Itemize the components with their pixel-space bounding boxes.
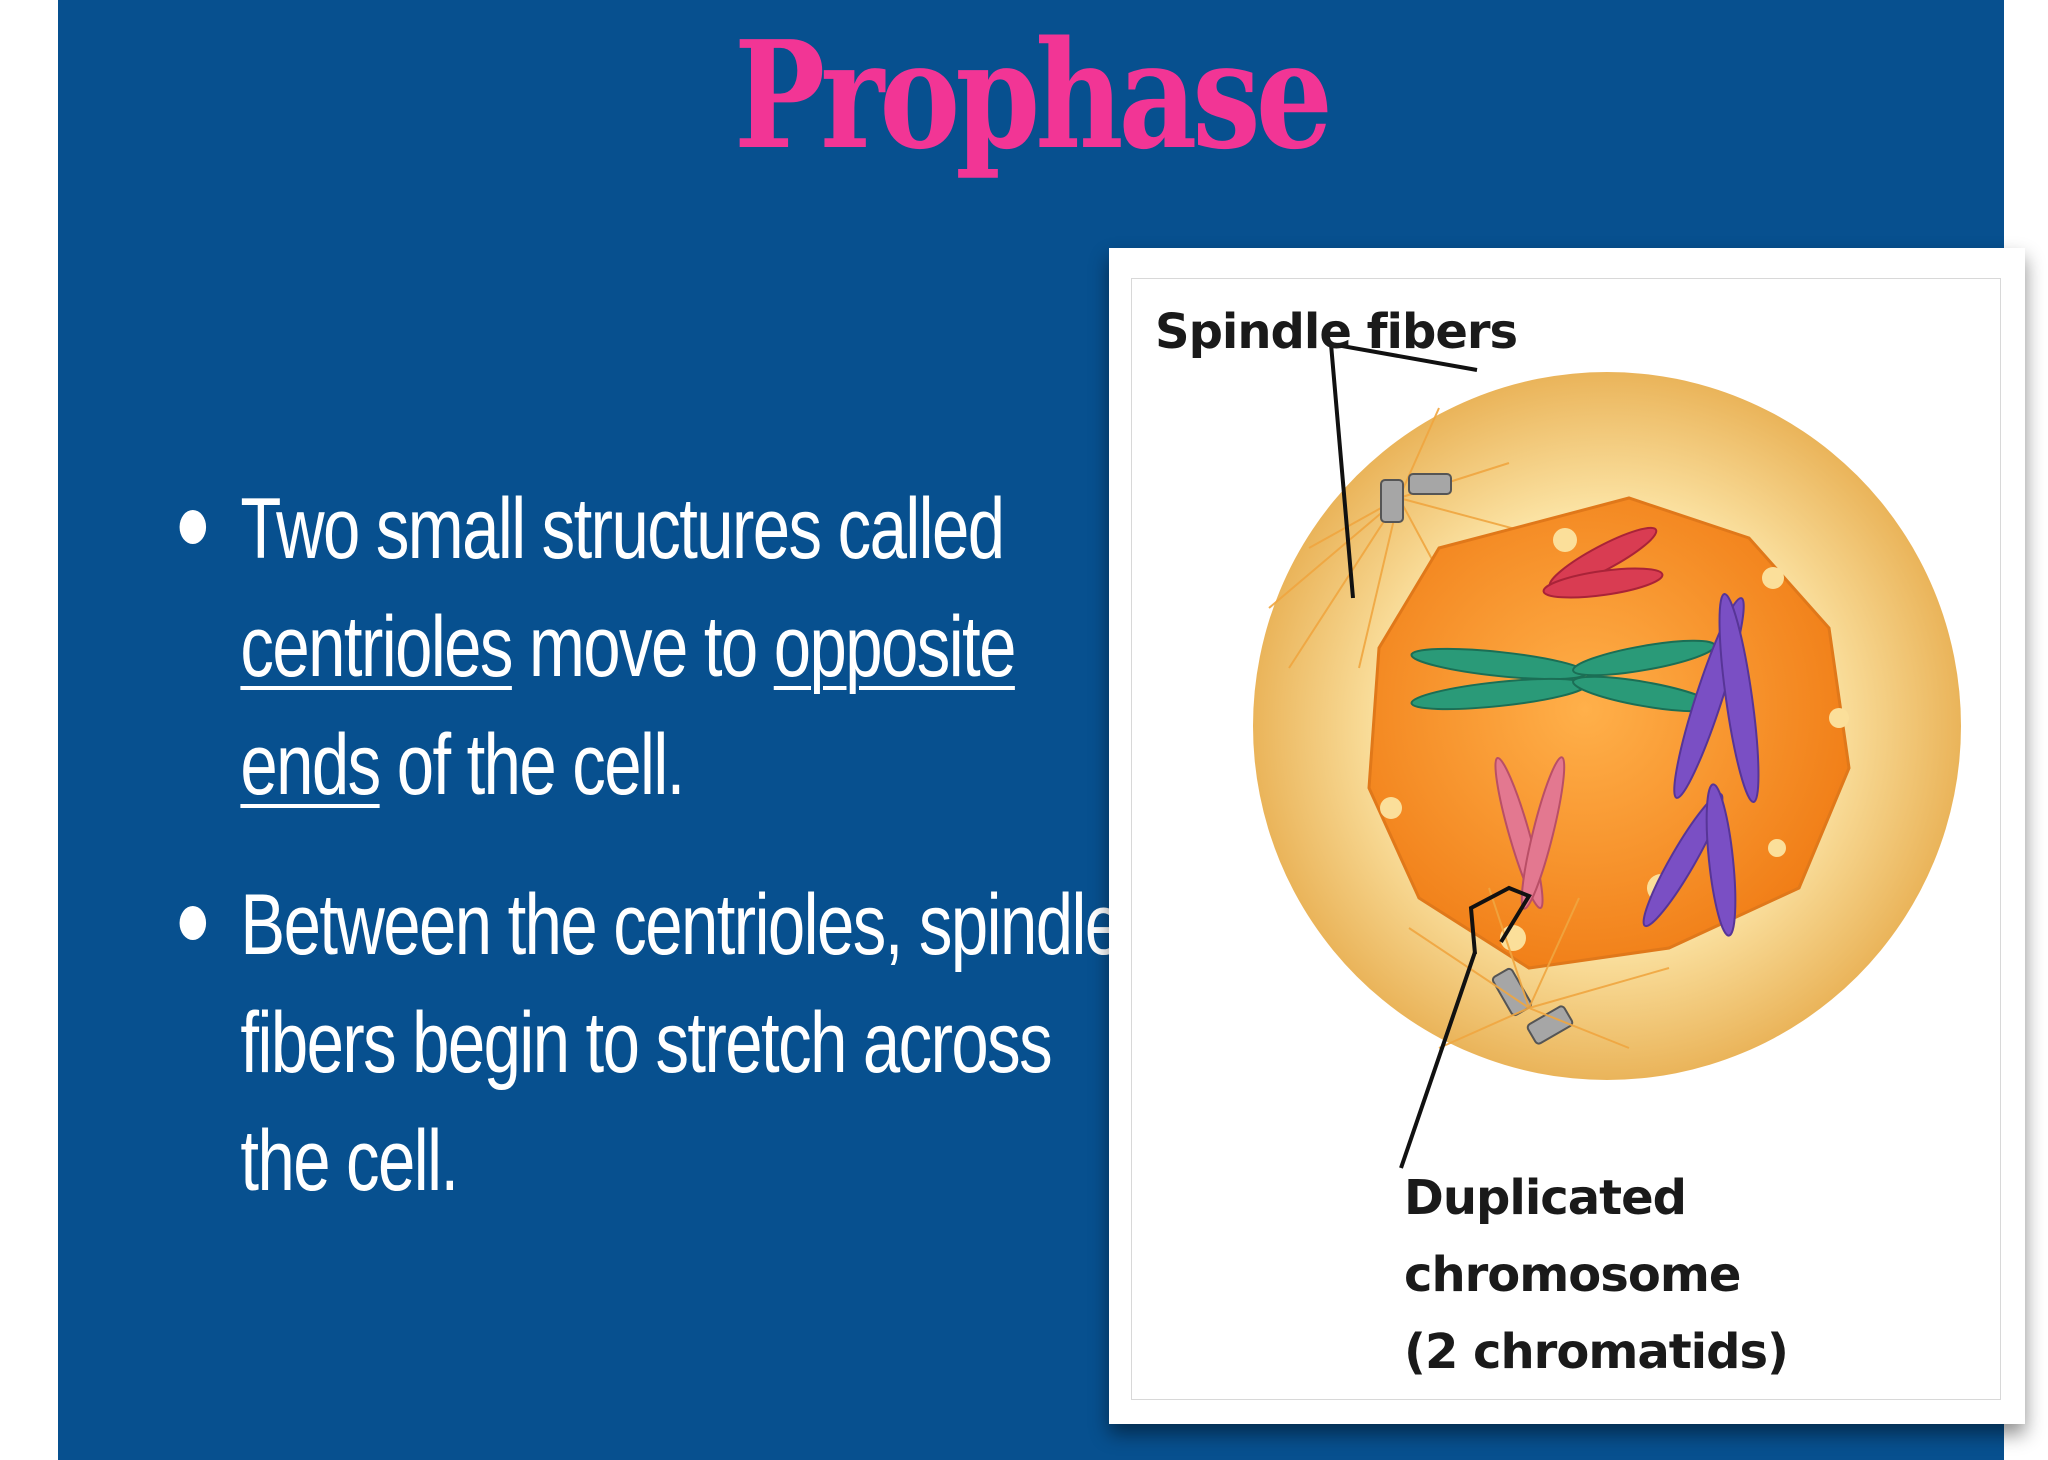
- leader-lines: [1328, 341, 1532, 1169]
- chromosome-green: [1410, 639, 1716, 713]
- term-centrioles: centrioles: [240, 599, 513, 695]
- bullet-text: Between the centrioles, spindle fibers b…: [240, 877, 1122, 1209]
- chromosome-red: [1542, 526, 1664, 599]
- slide: Prophase Two small structures called cen…: [58, 0, 2025, 1460]
- centriole-top: [1380, 473, 1452, 523]
- chromosome-purple: [1642, 593, 1760, 937]
- bullet-item-centrioles: Two small structures called centrioles m…: [178, 470, 1137, 824]
- diagram-frame: [1131, 278, 2001, 1400]
- bullet-dot-icon: [179, 510, 207, 544]
- bullet-text: move to: [511, 599, 774, 695]
- label-duplicated-chromosome: Duplicated chromosome (2 chromatids): [1404, 1160, 1789, 1391]
- bullet-dot-icon: [179, 906, 207, 940]
- bullet-text: of the cell.: [379, 717, 686, 813]
- bullet-list: Two small structures called centrioles m…: [178, 470, 1122, 1262]
- label-spindle-fibers: Spindle fibers: [1155, 304, 1518, 360]
- slide-title: Prophase: [733, 8, 1333, 182]
- chromosome-pink: [1494, 756, 1566, 910]
- label-line: Duplicated: [1404, 1170, 1687, 1226]
- label-line: (2 chromatids): [1404, 1324, 1789, 1380]
- term-opposite-ends: opposite ends: [240, 599, 1016, 813]
- spindle-fibers-bottom: [1408, 887, 1670, 1049]
- bullet-item-spindle-fibers: Between the centrioles, spindle fibers b…: [178, 866, 1137, 1220]
- prophase-diagram: Spindle fibers Duplicated chromosome (2 …: [1109, 248, 2025, 1424]
- cell-illustration: [1253, 341, 1961, 1169]
- bullet-text: Two small structures called: [240, 481, 1005, 577]
- label-line: chromosome: [1404, 1247, 1741, 1303]
